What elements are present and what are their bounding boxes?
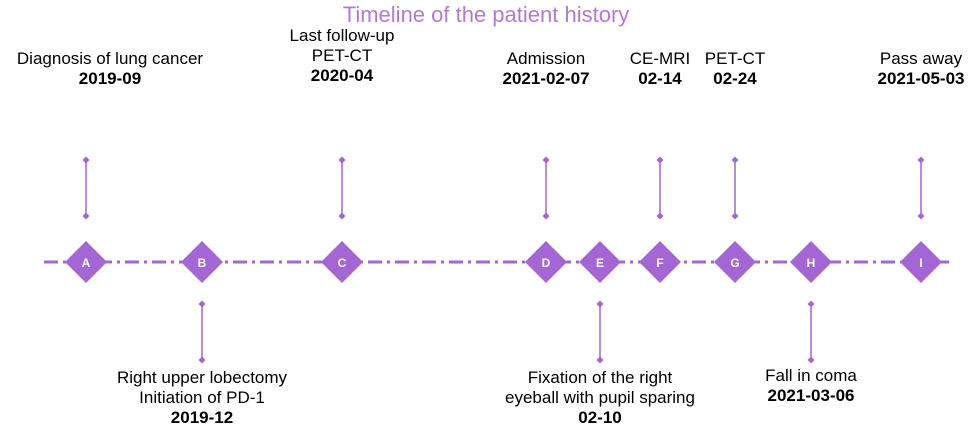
- marker-letter-H: H: [807, 256, 816, 270]
- event-date-E: 02-10: [578, 408, 622, 427]
- connector-end-B-0: [198, 300, 206, 308]
- event-date-B: 2019-12: [170, 408, 234, 427]
- event-label-B: Initiation of PD-1: [139, 388, 265, 407]
- marker-letter-C: C: [338, 256, 347, 270]
- connector-end-I-1: [917, 212, 925, 220]
- event-date-A: 2019-09: [78, 69, 142, 88]
- connector-end-H-0: [807, 300, 815, 308]
- marker-letter-D: D: [542, 256, 551, 270]
- event-label-C: Last follow-up: [289, 26, 395, 45]
- marker-letter-I: I: [919, 256, 922, 270]
- event-date-F: 02-14: [638, 69, 682, 88]
- event-label-H: Fall in coma: [765, 366, 857, 385]
- connector-end-C-1: [338, 212, 346, 220]
- connector-end-A-0: [82, 156, 90, 164]
- event-date-G: 02-24: [713, 69, 757, 88]
- marker-letter-E: E: [596, 256, 604, 270]
- marker-D: [525, 241, 567, 283]
- connector-end-F-0: [656, 156, 664, 164]
- connector-end-I-0: [917, 156, 925, 164]
- event-label-G: PET-CT: [704, 49, 766, 68]
- connector-end-E-1: [596, 356, 604, 364]
- event-label-C: PET-CT: [311, 46, 373, 65]
- event-date-D: 2021-02-07: [502, 69, 590, 88]
- connector-end-H-1: [807, 356, 815, 364]
- event-label-A: Diagnosis of lung cancer: [16, 49, 204, 68]
- connector-end-G-0: [731, 156, 739, 164]
- marker-letter-G: G: [730, 256, 739, 270]
- event-label-B: Right upper lobectomy: [116, 368, 288, 387]
- marker-G: [714, 241, 756, 283]
- event-label-I: Pass away: [879, 49, 963, 68]
- marker-H: [790, 241, 832, 283]
- marker-F: [639, 241, 681, 283]
- marker-E: [579, 241, 621, 283]
- marker-letter-F: F: [656, 256, 663, 270]
- event-label-D: Admission: [506, 49, 586, 68]
- marker-C: [321, 241, 363, 283]
- marker-B: [181, 241, 223, 283]
- connector-end-E-0: [596, 300, 604, 308]
- connector-end-D-1: [542, 212, 550, 220]
- marker-A: [65, 241, 107, 283]
- event-date-I: 2021-05-03: [877, 69, 965, 88]
- connector-end-G-1: [731, 212, 739, 220]
- event-date-C: 2020-04: [310, 66, 374, 85]
- marker-I: [900, 241, 942, 283]
- event-label-E: eyeball with pupil sparing: [505, 388, 695, 407]
- marker-letter-B: B: [198, 256, 207, 270]
- diagram-title: Timeline of the patient history: [342, 2, 630, 27]
- connector-end-B-1: [198, 356, 206, 364]
- marker-letter-A: A: [82, 256, 91, 270]
- event-date-H: 2021-03-06: [767, 386, 855, 405]
- connector-end-A-1: [82, 212, 90, 220]
- event-label-F: CE-MRI: [629, 49, 691, 68]
- connector-end-D-0: [542, 156, 550, 164]
- connector-end-C-0: [338, 156, 346, 164]
- connector-end-F-1: [656, 212, 664, 220]
- event-label-E: Fixation of the right: [527, 368, 673, 387]
